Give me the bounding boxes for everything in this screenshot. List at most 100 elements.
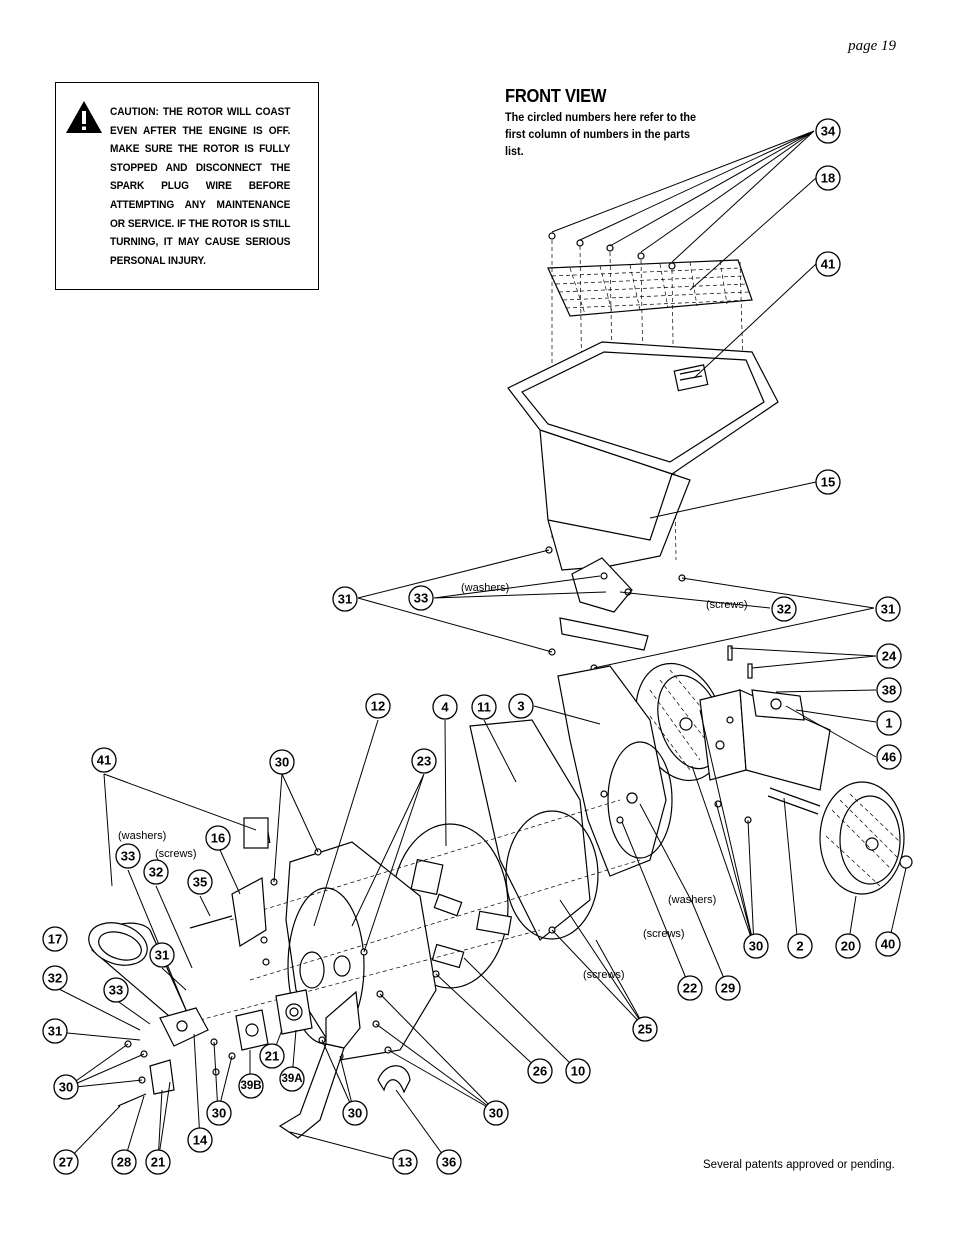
callout-35: 35 xyxy=(187,869,213,895)
callout-21: 21 xyxy=(145,1149,171,1175)
svg-text:27: 27 xyxy=(59,1155,73,1170)
callout-36: 36 xyxy=(436,1149,462,1175)
hopper-screws xyxy=(545,232,686,672)
leader-lines xyxy=(56,130,907,1163)
svg-text:39A: 39A xyxy=(281,1073,302,1085)
hopper-bracket xyxy=(559,557,649,651)
svg-text:18: 18 xyxy=(821,171,835,186)
svg-text:4: 4 xyxy=(441,700,449,715)
svg-text:26: 26 xyxy=(533,1064,547,1079)
callout-33: 33 xyxy=(115,843,141,869)
svg-text:46: 46 xyxy=(882,750,896,765)
callout-32: 32 xyxy=(771,596,797,622)
callout-21: 21 xyxy=(259,1043,285,1069)
svg-text:2: 2 xyxy=(796,939,803,954)
label-washers-top: (washers) xyxy=(461,582,509,594)
axle-bracket xyxy=(699,645,831,791)
svg-text:41: 41 xyxy=(97,753,111,768)
svg-text:36: 36 xyxy=(442,1155,456,1170)
svg-text:39B: 39B xyxy=(240,1080,261,1092)
callout-16: 16 xyxy=(205,825,231,851)
callout-20: 20 xyxy=(835,933,861,959)
screw-35 xyxy=(189,915,233,929)
svg-text:14: 14 xyxy=(193,1133,208,1148)
svg-text:15: 15 xyxy=(821,475,835,490)
callout-30: 30 xyxy=(206,1100,232,1126)
label-washers-left: (washers) xyxy=(118,830,166,842)
callout-17: 17 xyxy=(42,926,68,952)
svg-text:31: 31 xyxy=(48,1024,62,1039)
svg-text:3: 3 xyxy=(517,699,524,714)
svg-text:10: 10 xyxy=(571,1064,585,1079)
callout-27: 27 xyxy=(53,1149,79,1175)
svg-text:12: 12 xyxy=(371,699,385,714)
callout-46: 46 xyxy=(876,744,902,770)
callout-30: 30 xyxy=(269,749,295,775)
page-number: page 19 xyxy=(848,38,896,54)
callout-30: 30 xyxy=(342,1100,368,1126)
chute-flange xyxy=(159,1007,209,1047)
caution-box: CAUTION: THE ROTOR WILL COAST EVEN AFTER… xyxy=(55,82,319,290)
svg-text:1: 1 xyxy=(885,716,892,731)
callout-1: 1 xyxy=(876,710,902,736)
callout-12: 12 xyxy=(365,693,391,719)
svg-text:30: 30 xyxy=(348,1106,362,1121)
callout-30: 30 xyxy=(743,933,769,959)
svg-text:22: 22 xyxy=(683,981,697,996)
svg-text:20: 20 xyxy=(841,939,855,954)
svg-text:25: 25 xyxy=(638,1022,652,1037)
callout-24: 24 xyxy=(876,643,902,669)
callout-29: 29 xyxy=(715,975,741,1001)
bracket-16 xyxy=(231,877,267,947)
svg-text:30: 30 xyxy=(59,1080,73,1095)
discharge-chute-13 xyxy=(278,990,361,1139)
svg-text:30: 30 xyxy=(489,1106,503,1121)
callout-33: 33 xyxy=(103,977,129,1003)
svg-text:16: 16 xyxy=(211,831,225,846)
callout-3: 3 xyxy=(508,693,534,719)
caution-text: CAUTION: THE ROTOR WILL COAST EVEN AFTER… xyxy=(110,106,291,267)
front-view-title: FRONT VIEW xyxy=(505,86,607,106)
callout-11: 11 xyxy=(471,694,497,720)
svg-text:30: 30 xyxy=(749,939,763,954)
label-screws-center: (screws) xyxy=(583,969,625,981)
label-screws-top: (screws) xyxy=(706,599,748,611)
callout-31: 31 xyxy=(42,1018,68,1044)
screw-27 xyxy=(117,1093,147,1107)
svg-text:34: 34 xyxy=(821,124,836,139)
callout-25: 25 xyxy=(632,1016,658,1042)
callout-33: 33 xyxy=(408,585,434,611)
front-view-note: The circled numbers here refer to the fi… xyxy=(505,112,697,158)
svg-text:24: 24 xyxy=(882,649,897,664)
svg-text:17: 17 xyxy=(48,932,62,947)
callout-41: 41 xyxy=(815,251,841,277)
svg-text:28: 28 xyxy=(117,1155,131,1170)
callout-18: 18 xyxy=(815,165,841,191)
callout-38: 38 xyxy=(876,677,902,703)
callout-4: 4 xyxy=(432,694,458,720)
rotor-housing-plate-3 xyxy=(557,665,673,877)
svg-text:21: 21 xyxy=(151,1155,165,1170)
svg-text:35: 35 xyxy=(193,875,207,890)
svg-text:40: 40 xyxy=(881,937,895,952)
callout-15: 15 xyxy=(815,469,841,495)
axle xyxy=(767,787,821,815)
svg-text:31: 31 xyxy=(881,602,895,617)
callout-32: 32 xyxy=(42,965,68,991)
patents-note: Several patents approved or pending. xyxy=(703,1159,895,1171)
svg-text:33: 33 xyxy=(121,849,135,864)
svg-text:31: 31 xyxy=(155,948,169,963)
callout-39a: 39A xyxy=(279,1066,305,1092)
svg-text:29: 29 xyxy=(721,981,735,996)
callout-22: 22 xyxy=(677,975,703,1001)
callout-40: 40 xyxy=(875,931,901,957)
callout-10: 10 xyxy=(565,1058,591,1084)
callout-31: 31 xyxy=(332,586,358,612)
svg-text:11: 11 xyxy=(477,700,491,715)
hopper xyxy=(507,341,779,571)
svg-text:32: 32 xyxy=(149,865,163,880)
rotor-plate-11 xyxy=(469,719,599,941)
svg-text:31: 31 xyxy=(338,592,352,607)
label-screws-left: (screws) xyxy=(155,848,197,860)
